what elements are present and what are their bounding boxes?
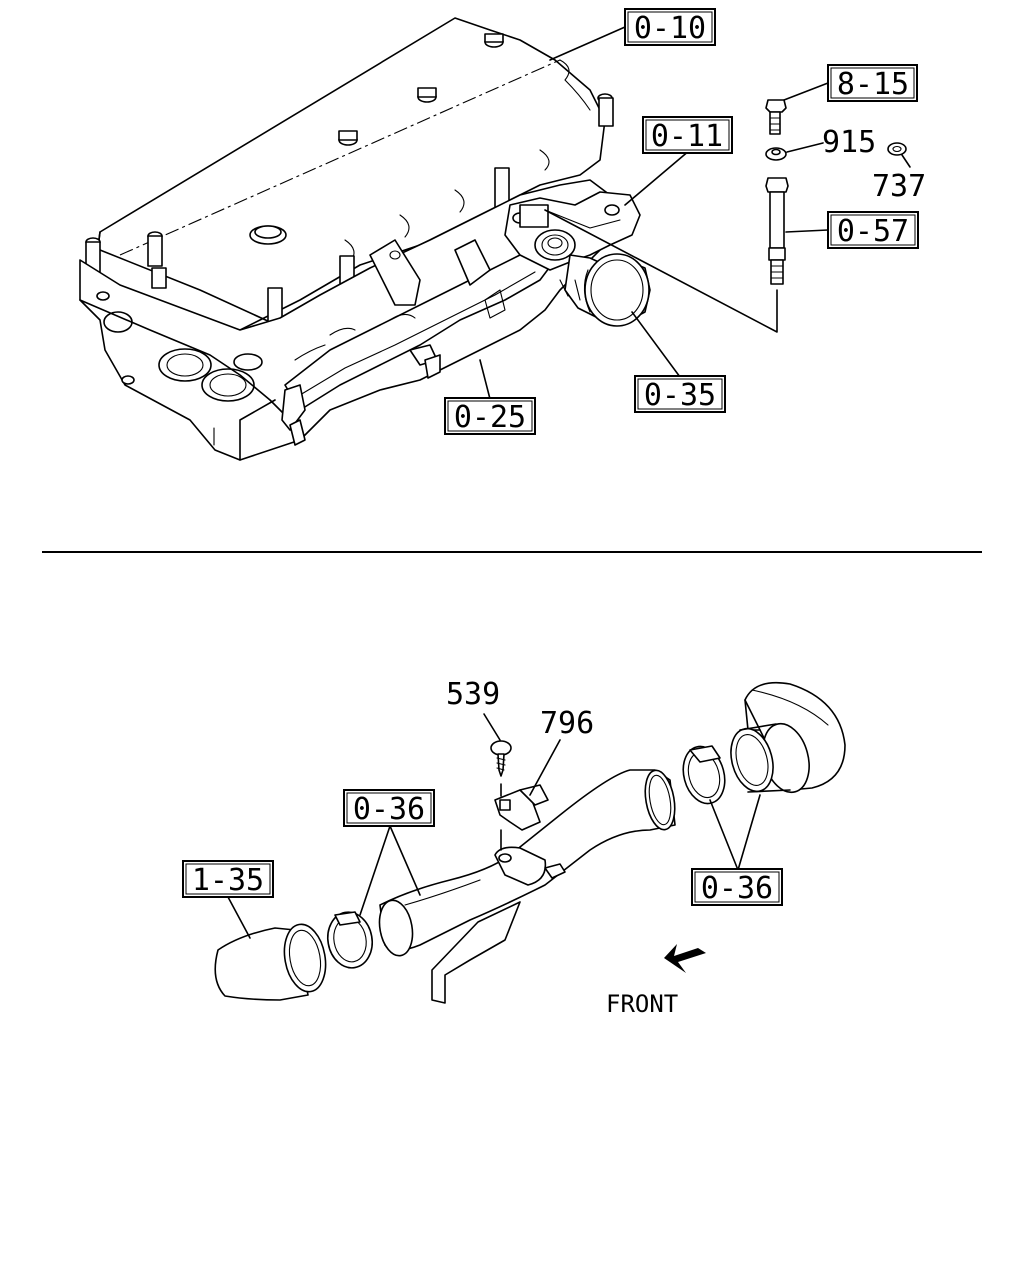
svg-text:737: 737 xyxy=(872,169,926,204)
svg-text:0-25: 0-25 xyxy=(454,400,526,435)
main-intake-pipe xyxy=(378,769,676,1004)
right-clamp xyxy=(682,745,726,805)
svg-text:1-35: 1-35 xyxy=(192,863,264,898)
svg-text:0-35: 0-35 xyxy=(644,378,716,413)
ring-737 xyxy=(887,142,907,156)
svg-text:0-10: 0-10 xyxy=(634,11,706,46)
svg-text:0-36: 0-36 xyxy=(701,871,773,906)
svg-text:539: 539 xyxy=(446,677,500,712)
right-elbow-hose xyxy=(730,681,846,794)
svg-text:0-36: 0-36 xyxy=(353,792,425,827)
label-915: 915 xyxy=(822,125,876,160)
left-clamp xyxy=(326,911,374,969)
callout-0-11: 0-11 xyxy=(642,116,733,154)
callout-0-35: 0-35 xyxy=(634,375,726,413)
long-bolt-0-57 xyxy=(765,177,789,285)
front-label: FRONT xyxy=(606,990,678,1018)
callout-1-35: 1-35 xyxy=(182,860,274,898)
svg-text:0-57: 0-57 xyxy=(837,214,909,249)
label-539: 539 xyxy=(446,677,500,712)
upper-leaders xyxy=(479,26,911,400)
label-737: 737 xyxy=(872,169,926,204)
svg-text:915: 915 xyxy=(822,125,876,160)
callout-0-57: 0-57 xyxy=(827,211,919,249)
callout-0-25: 0-25 xyxy=(444,397,536,435)
svg-text:8-15: 8-15 xyxy=(837,67,909,102)
callout-0-36-right: 0-36 xyxy=(691,868,783,906)
bracket-796 xyxy=(494,784,549,831)
cylinder-head-assembly xyxy=(79,17,651,461)
washer-915 xyxy=(765,147,787,161)
lower-leaders xyxy=(227,713,761,939)
svg-text:796: 796 xyxy=(540,706,594,741)
callout-0-10: 0-10 xyxy=(624,8,716,46)
callout-0-36-left: 0-36 xyxy=(343,789,435,827)
front-arrow-icon xyxy=(664,944,706,973)
left-hose-1-35 xyxy=(214,923,327,1001)
callout-8-15: 8-15 xyxy=(827,64,918,102)
label-796: 796 xyxy=(540,706,594,741)
svg-text:0-11: 0-11 xyxy=(651,119,723,154)
svg-text:FRONT: FRONT xyxy=(606,990,678,1018)
screw-539 xyxy=(490,740,512,777)
bolt-8-15 xyxy=(765,99,787,135)
